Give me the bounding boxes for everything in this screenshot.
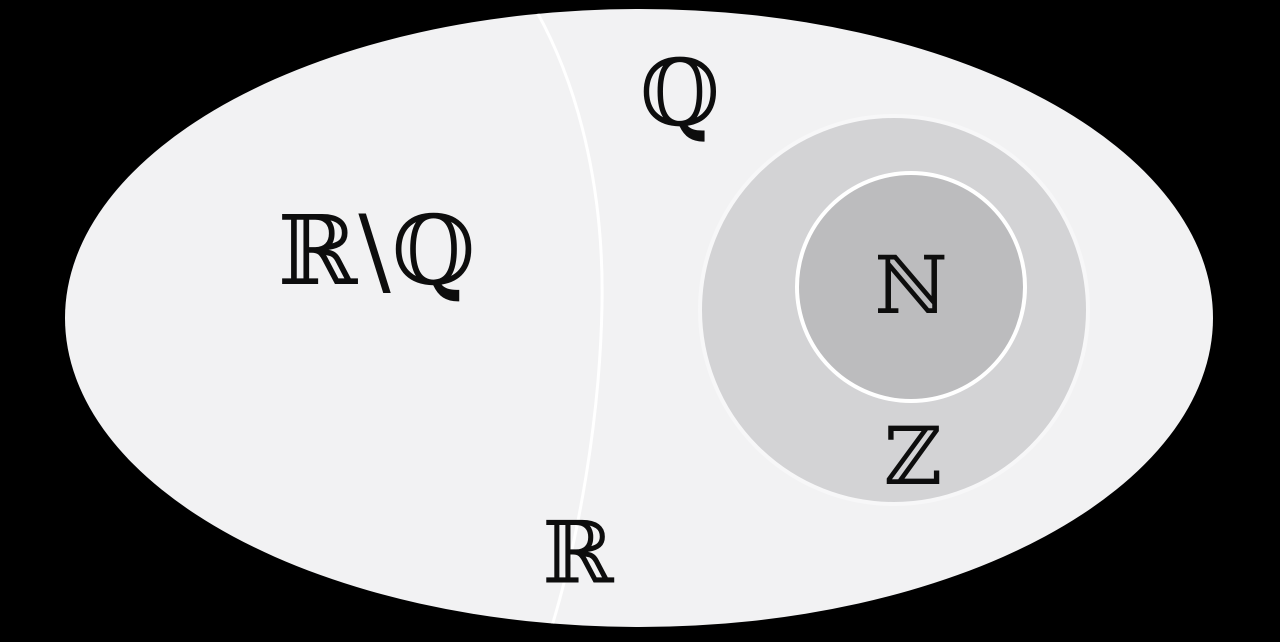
- rational-irrational-divider: [535, 10, 604, 627]
- label-rational-numbers: ℚ: [640, 40, 720, 147]
- label-natural-numbers: ℕ: [874, 239, 947, 332]
- label-integers: ℤ: [884, 410, 942, 503]
- label-real-numbers: ℝ: [542, 504, 614, 604]
- region-natural-numbers[interactable]: [795, 171, 1027, 403]
- label-irrational-numbers: ℝ\ℚ: [278, 195, 477, 307]
